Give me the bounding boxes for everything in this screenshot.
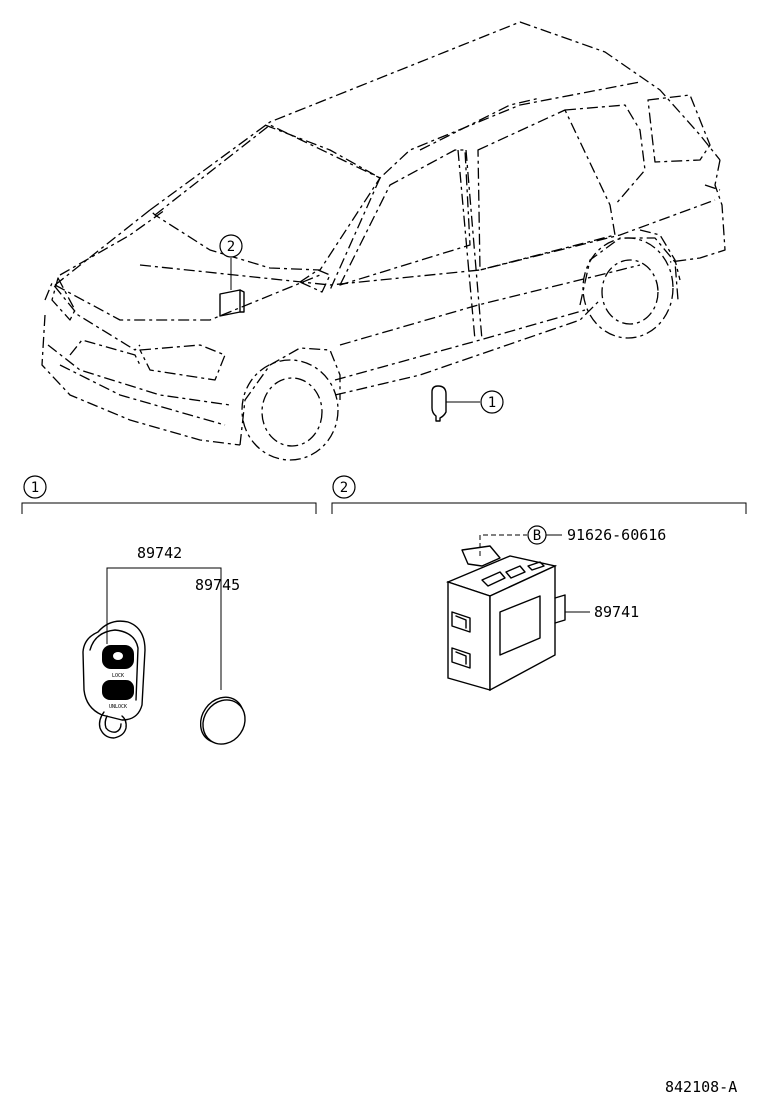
section-2-callout [332,475,356,499]
section-2-callout-label: 2 [340,480,348,496]
module-location-marker [219,258,245,317]
vehicle-callout-1: 1 [480,390,504,414]
section-1-callout [23,475,47,499]
part-number-battery: 89745 [195,576,240,594]
section-1-callout-label: 1 [31,480,39,496]
lock-label: LOCK [112,673,124,679]
bolt-callout-label: B [533,528,541,544]
unlock-label: UNLOCK [109,704,127,710]
battery-cell [199,696,246,745]
section-2: 2 B 91626-60616 [331,475,747,692]
vehicle-outline [41,21,726,461]
part-number-bolt: 91626-60616 [567,526,666,544]
receiver-module [446,545,566,692]
key-fob-transmitter: LOCK UNLOCK [82,620,146,739]
section-1: 1 89742 89745 LOCK UNLOCK [21,475,317,745]
part-number-transmitter: 89742 [137,544,182,562]
section-1-bracket [21,502,317,514]
transmitter-leader [106,567,222,690]
bolt-leader [479,534,527,556]
vehicle-callout-2-label: 2 [227,239,235,255]
vehicle-callout-1-label: 1 [488,395,496,411]
vehicle-callout-2: 2 [219,234,243,258]
section-2-bracket [331,502,747,514]
key-location-marker [431,385,480,422]
part-number-receiver: 89741 [594,603,639,621]
figure-code: 842108-A [665,1078,737,1096]
